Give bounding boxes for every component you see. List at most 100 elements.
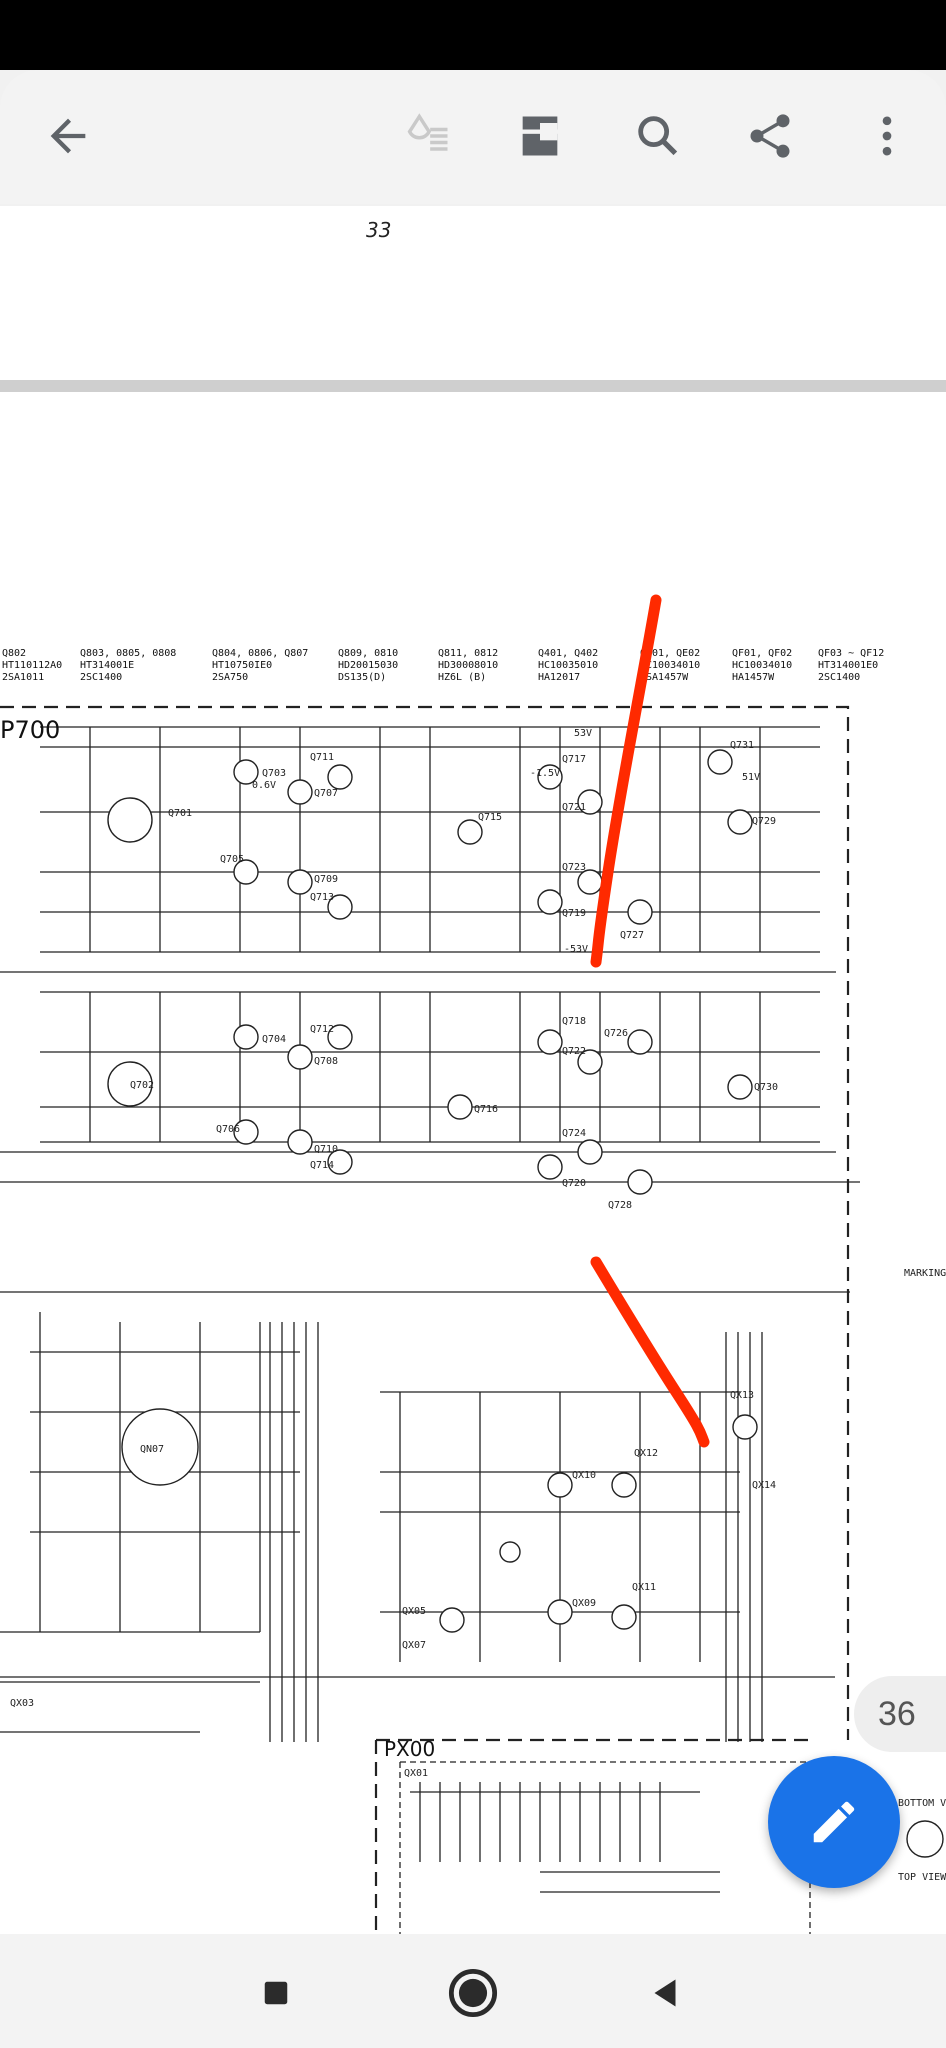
label-qx11: QX11 <box>632 1582 656 1593</box>
home-button[interactable] <box>438 1958 508 2028</box>
hdr-q803: Q803, 0805, 0808 <box>80 648 176 659</box>
page-separator <box>0 380 946 392</box>
label-q724: Q724 <box>562 1128 586 1139</box>
label-q705: Q705 <box>220 854 244 865</box>
hdr-q811-type: HZ6L (B) <box>438 672 486 683</box>
share-button[interactable] <box>738 104 802 168</box>
label-q729: Q729 <box>752 816 776 827</box>
hdr-q804-type: 2SA750 <box>212 672 248 683</box>
label-q714: Q714 <box>310 1160 334 1171</box>
ink-reflow-icon <box>407 113 448 151</box>
red-annotation-stroke-lower <box>590 1256 710 1448</box>
hdr-q804-pn: HT10750IE0 <box>212 660 272 671</box>
label-q713: Q713 <box>310 892 334 903</box>
label-qx07: QX07 <box>402 1640 426 1651</box>
page-layout-icon <box>522 116 558 156</box>
hdr-q803-pn: HT314001E <box>80 660 134 671</box>
hdr-q809-type: DS135(D) <box>338 672 386 683</box>
label-q706: Q706 <box>216 1124 240 1135</box>
label-q710: Q710 <box>314 1144 338 1155</box>
recents-button[interactable] <box>241 1958 311 2028</box>
label-q728: Q728 <box>608 1200 632 1211</box>
hdr-q401: Q401, Q402 <box>538 648 598 659</box>
edit-pencil-icon <box>813 1801 855 1843</box>
back-nav-button[interactable] <box>630 1958 700 2028</box>
hdr-q809-pn: HD20015030 <box>338 660 398 671</box>
document-page-33: 33 <box>0 206 946 380</box>
label-qx10: QX10 <box>572 1470 596 1481</box>
label-q703: Q703 <box>262 768 286 779</box>
label-q702: Q702 <box>130 1080 154 1091</box>
red-annotation-stroke-upper <box>590 594 662 968</box>
label-q721: Q721 <box>562 802 586 813</box>
hdr-q811: Q811, 0812 <box>438 648 498 659</box>
label-qx12: QX12 <box>634 1448 658 1459</box>
label-q715: Q715 <box>478 812 502 823</box>
circuit-schematic: Q802 HT110112A0 2SA1011 Q803, 0805, 0808… <box>0 594 946 1934</box>
rail-53v: 53V <box>574 728 592 739</box>
status-bar <box>0 0 946 70</box>
label-q707: Q707 <box>314 788 338 799</box>
hdr-qf03-type: 2SC1400 <box>818 672 860 683</box>
more-options-button[interactable] <box>855 104 919 168</box>
label-q730: Q730 <box>754 1082 778 1093</box>
label-q719: Q719 <box>562 908 586 919</box>
hdr-q401-type: HA12017 <box>538 672 580 683</box>
rail-minus-1-5v: -1.5V <box>530 768 560 779</box>
label-qn07: QN07 <box>140 1444 164 1455</box>
label-q712: Q712 <box>310 1024 334 1035</box>
rail-51v: 51V <box>742 772 760 783</box>
label-q708: Q708 <box>314 1056 338 1067</box>
label-qx09: QX09 <box>572 1598 596 1609</box>
home-circle-icon <box>448 1968 498 2018</box>
label-qx05: QX05 <box>402 1606 426 1617</box>
label-q727: Q727 <box>620 930 644 941</box>
label-q704: Q704 <box>262 1034 286 1045</box>
label-qx13: QX13 <box>730 1390 754 1401</box>
top-view-label: TOP VIEW <box>898 1872 946 1883</box>
hdr-q802-type: 2SA1011 <box>2 672 44 683</box>
hdr-qf01: QF01, QF02 <box>732 648 792 659</box>
label-q711: Q711 <box>310 752 334 763</box>
marking-label: MARKING <box>904 1268 946 1279</box>
label-qx14: QX14 <box>752 1480 776 1491</box>
label-q722: Q722 <box>562 1046 586 1057</box>
back-triangle-icon <box>654 1979 676 2007</box>
label-q716: Q716 <box>474 1104 498 1115</box>
block-label-p700: P700 <box>0 716 60 744</box>
more-vert-icon <box>882 116 892 156</box>
hdr-q802-pn: HT110112A0 <box>2 660 62 671</box>
search-button[interactable] <box>626 104 690 168</box>
share-icon <box>750 114 790 158</box>
bottom-view-label: BOTTOM VIEW <box>898 1798 946 1809</box>
hdr-q804: Q804, 0806, Q807 <box>212 648 308 659</box>
label-q720: Q720 <box>562 1178 586 1189</box>
arrow-back-icon <box>50 118 86 154</box>
label-q718: Q718 <box>562 1016 586 1027</box>
label-q701: Q701 <box>168 808 192 819</box>
edit-fab-button[interactable] <box>768 1756 900 1888</box>
hdr-qe01-type: 2SA1457W <box>640 672 689 683</box>
hdr-q802: Q802 <box>2 648 26 659</box>
page-number-text: 33 <box>366 218 392 242</box>
search-icon <box>638 116 678 156</box>
back-button[interactable] <box>36 104 100 168</box>
hdr-qf03-pn: HT314001E0 <box>818 660 878 671</box>
hdr-qf03: QF03 ~ QF12 <box>818 648 884 659</box>
hdr-q809: Q809, 0810 <box>338 648 398 659</box>
page-layout-button[interactable] <box>508 104 572 168</box>
label-q731: Q731 <box>730 740 754 751</box>
label-q726: Q726 <box>604 1028 628 1039</box>
hdr-qe01: QE01, QE02 <box>640 648 700 659</box>
rail-minus-53v: -53V <box>564 944 588 955</box>
hdr-q803-type: 2SC1400 <box>80 672 122 683</box>
label-q709: Q709 <box>314 874 338 885</box>
document-page-36[interactable]: Q802 HT110112A0 2SA1011 Q803, 0805, 0808… <box>0 392 946 1934</box>
block-label-px00: PX00 <box>384 1737 435 1761</box>
app-toolbar <box>0 70 946 204</box>
ink-reflow-button[interactable] <box>396 104 460 168</box>
hdr-qf01-pn: HC10034010 <box>732 660 792 671</box>
label-q717: Q717 <box>562 754 586 765</box>
label-q723: Q723 <box>562 862 586 873</box>
label-qx01: QX01 <box>404 1768 428 1779</box>
